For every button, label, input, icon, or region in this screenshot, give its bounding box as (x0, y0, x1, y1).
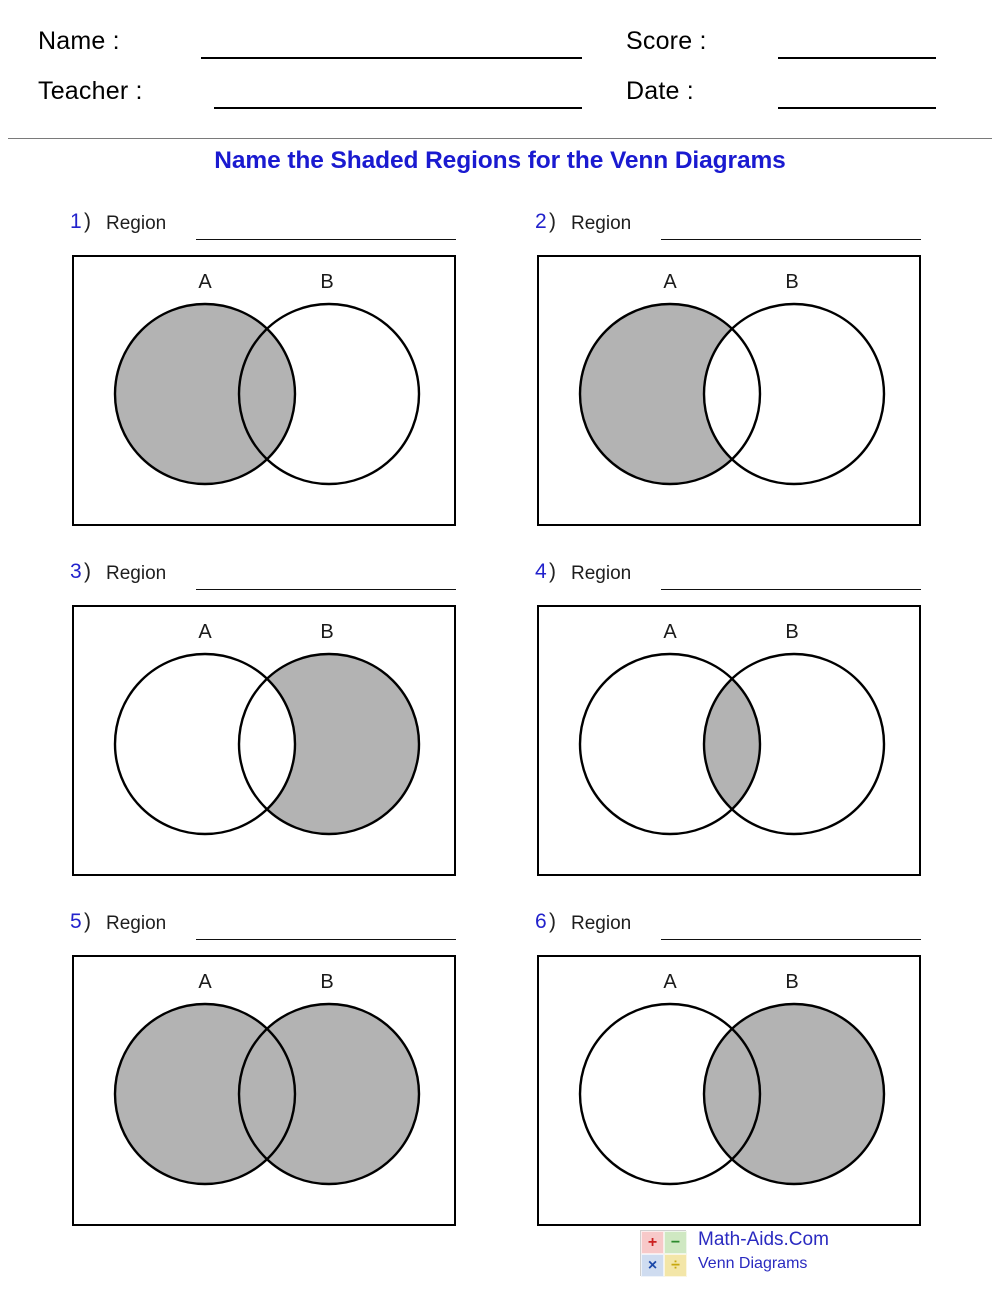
math-aids-logo[interactable]: + − × ÷ Math-Aids.Com Venn Diagrams (640, 1229, 900, 1281)
teacher-label: Teacher : (38, 77, 143, 105)
circle-b-outline (237, 1002, 421, 1186)
problem-5-set-a-label: A (198, 971, 212, 993)
problem-1-set-a-label: A (198, 271, 212, 293)
circle-a-outline (578, 302, 762, 486)
header-divider (8, 138, 992, 139)
problem-2-header: 2 ) Region (525, 205, 945, 249)
score-label: Score : (626, 27, 707, 55)
name-input-line[interactable] (201, 57, 582, 59)
circle-a-outline (113, 1002, 297, 1186)
page-title: Name the Shaded Regions for the Venn Dia… (214, 147, 786, 174)
problem-3-number: 3 (70, 560, 82, 583)
problem-4-set-a-label: A (663, 621, 677, 643)
problem-1: 1 ) Region A B (60, 205, 480, 526)
problem-1-venn-diagram (113, 302, 421, 486)
worksheet-header: Name : Teacher : Score : Date : (0, 0, 1000, 140)
multiply-icon: × (641, 1254, 664, 1277)
plus-icon: + (641, 1231, 664, 1254)
problem-4-venn-diagram (578, 652, 886, 836)
problem-2-venn-diagram (539, 257, 923, 528)
problem-4-set-b-label: B (785, 621, 799, 643)
problem-1-answer-line[interactable] (196, 239, 456, 240)
problem-3-venn-diagram (74, 607, 458, 878)
circle-b-outline (702, 652, 886, 836)
problem-2-number: 2 (535, 210, 547, 233)
date-label: Date : (626, 77, 694, 105)
problem-2-answer-line[interactable] (661, 239, 921, 240)
region-b-only-fill (74, 607, 458, 878)
problem-5-set-b-label: B (320, 971, 334, 993)
problem-1-venn-box: A B (72, 255, 456, 526)
minus-icon: − (664, 1231, 687, 1254)
circle-a-outline (113, 302, 297, 486)
circle-a-outline (578, 1002, 762, 1186)
problem-6-venn-diagram (578, 1002, 886, 1186)
problem-5-venn-diagram (113, 1002, 421, 1186)
problem-5-paren: ) (84, 910, 91, 933)
problem-3: 3 ) Region A B (60, 555, 480, 878)
problem-2: 2 ) Region A B (525, 205, 945, 528)
problem-3-prompt: Region (106, 563, 167, 584)
problem-6-number: 6 (535, 910, 547, 933)
divide-icon: ÷ (664, 1254, 687, 1277)
logo-subtitle: Venn Diagrams (698, 1255, 808, 1272)
problem-4-venn-box: A B (537, 605, 921, 876)
problem-3-set-a-label: A (198, 621, 212, 643)
problem-6-answer-line[interactable] (661, 939, 921, 940)
circle-b-outline (702, 302, 886, 486)
problem-1-number: 1 (70, 210, 82, 233)
date-input-line[interactable] (778, 107, 936, 109)
problem-4: 4 ) Region A B (525, 555, 945, 876)
problem-1-header: 1 ) Region (60, 205, 480, 249)
circle-a-outline (113, 652, 297, 836)
problem-6-set-b-label: B (785, 971, 799, 993)
problem-2-set-b-label: B (785, 271, 799, 293)
problem-3-set-b-label: B (320, 621, 334, 643)
problem-5-number: 5 (70, 910, 82, 933)
circle-b-outline (237, 652, 421, 836)
problem-5-header: 5 ) Region (60, 905, 480, 949)
problem-5-prompt: Region (106, 913, 167, 934)
problem-4-number: 4 (535, 560, 547, 583)
problem-1-paren: ) (84, 210, 91, 233)
region-a-only-fill (539, 257, 923, 528)
problem-6-header: 6 ) Region (525, 905, 945, 949)
problem-6: 6 ) Region A B (525, 905, 945, 1226)
problem-6-prompt: Region (571, 913, 632, 934)
circle-b-outline (237, 302, 421, 486)
problem-1-set-b-label: B (320, 271, 334, 293)
problem-3-paren: ) (84, 560, 91, 583)
problem-2-venn-box: A B (537, 255, 923, 528)
problem-2-set-a-label: A (663, 271, 677, 293)
problem-4-paren: ) (549, 560, 556, 583)
problem-5: 5 ) Region A B (60, 905, 480, 1226)
problem-1-prompt: Region (106, 213, 167, 234)
circle-b-outline (702, 1002, 886, 1186)
logo-operators-grid: + − × ÷ (640, 1230, 687, 1277)
problem-2-prompt: Region (571, 213, 632, 234)
circle-a-outline (578, 652, 762, 836)
logo-title: Math-Aids.Com (698, 1229, 829, 1250)
problem-4-prompt: Region (571, 563, 632, 584)
score-input-line[interactable] (778, 57, 936, 59)
problem-3-answer-line[interactable] (196, 589, 456, 590)
problem-4-answer-line[interactable] (661, 589, 921, 590)
problem-6-venn-box: A B (537, 955, 921, 1226)
problem-5-venn-box: A B (72, 955, 456, 1226)
problem-3-venn-box: A B (72, 605, 458, 878)
problem-6-paren: ) (549, 910, 556, 933)
problem-4-header: 4 ) Region (525, 555, 945, 599)
problem-3-header: 3 ) Region (60, 555, 480, 599)
problem-2-paren: ) (549, 210, 556, 233)
name-label: Name : (38, 27, 120, 55)
problem-6-set-a-label: A (663, 971, 677, 993)
teacher-input-line[interactable] (214, 107, 582, 109)
problem-5-answer-line[interactable] (196, 939, 456, 940)
